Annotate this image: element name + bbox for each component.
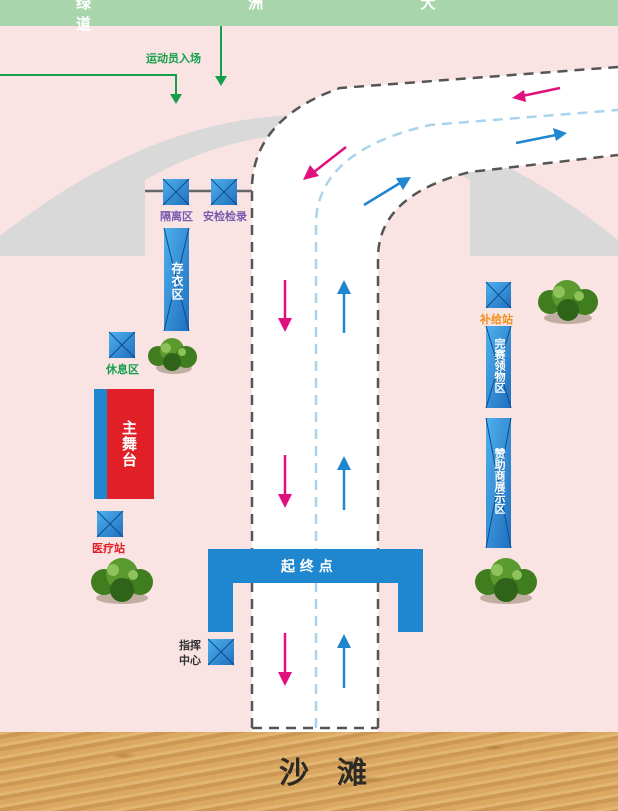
course-edge-left: [250, 65, 618, 728]
rest-label: 休息区: [106, 363, 139, 376]
finisher-kit-label: 完赛领物区: [493, 338, 506, 393]
start-finish-label: 起 终 点: [281, 559, 333, 575]
tent-medical-icon: [96, 510, 124, 538]
storage-label: 存衣区: [170, 262, 184, 301]
main-stage-label: 主舞台: [120, 420, 138, 468]
arrow-blue-4: [337, 456, 351, 510]
tent-storage-icon: [163, 227, 190, 332]
security-label: 安检检录: [203, 210, 247, 223]
tree-icon: [148, 338, 197, 374]
course-center-line: [314, 108, 618, 728]
entry-arrows: [0, 26, 222, 98]
command-label-line1: 指挥: [179, 639, 201, 652]
course-edge-right: [376, 153, 618, 728]
medical-label: 医疗站: [92, 542, 125, 555]
tent-sponsor-icon: [485, 417, 512, 549]
beach-area: [0, 732, 618, 811]
entry-label: 运动员入场: [146, 52, 201, 65]
main-stage-backdrop: [94, 389, 108, 499]
tree-icon: [91, 558, 153, 604]
arrow-blue-1: [515, 128, 567, 145]
arrow-blue-2: [363, 177, 411, 207]
tent-finisher-icon: [485, 325, 512, 409]
arrow-magenta-5: [278, 633, 292, 686]
arrow-magenta-3: [278, 280, 292, 332]
arrow-blue-3: [337, 280, 351, 333]
command-label: 指挥 中心: [179, 638, 201, 668]
supply-label: 补给站: [480, 313, 513, 326]
tent-security-icon: [210, 178, 238, 206]
course-road: [252, 67, 618, 740]
sponsor-label: 赞助商展示区: [493, 448, 506, 514]
main-stage: [107, 389, 154, 499]
entry-arrow-head-1: [215, 76, 227, 86]
arrow-magenta-1: [512, 86, 561, 102]
start-finish-gantry: [208, 549, 423, 632]
arrow-blue-5: [337, 634, 351, 688]
tent-rest-icon: [108, 331, 136, 359]
isolation-label: 隔离区: [160, 210, 193, 223]
tree-icon: [475, 558, 537, 604]
command-label-line2: 中心: [179, 654, 201, 667]
road-bar: 绿 洲 大 道: [0, 0, 618, 33]
entry-arrow-head-2: [170, 94, 182, 104]
road-name: 绿 洲 大 道: [76, 0, 512, 33]
tent-command-icon: [207, 638, 235, 666]
tree-icon: [538, 280, 598, 324]
arrow-magenta-2: [303, 146, 347, 180]
beach-label: 沙滩: [279, 756, 395, 791]
tent-isolation-icon: [162, 178, 190, 206]
arrow-magenta-4: [278, 455, 292, 508]
tent-supply-icon: [485, 281, 512, 309]
